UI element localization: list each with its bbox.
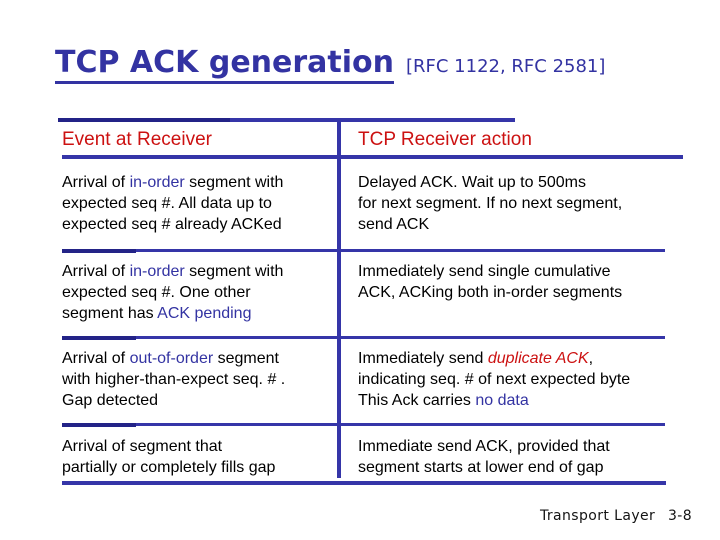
- action-text: Delayed ACK. Wait up to 500ms for next s…: [358, 174, 623, 233]
- row-divider-rule-1-shadow: [62, 249, 136, 253]
- event-cell-row-1: Arrival of in-order segment with expecte…: [62, 172, 338, 235]
- column-header-event: Event at Receiver: [62, 129, 212, 150]
- event-cell-row-3: Arrival of out-of-order segment with hig…: [62, 348, 338, 411]
- page-title-text: TCP ACK generation: [55, 45, 394, 84]
- page-title-reference: [RFC 1122, RFC 2581]: [406, 56, 606, 77]
- event-text: Arrival of: [62, 263, 130, 280]
- event-text: Arrival of segment that partially or com…: [62, 438, 276, 476]
- footer-section-label: Transport Layer: [540, 508, 656, 524]
- row-divider-rule-1: [62, 249, 665, 252]
- action-accent-duplicate-ack: duplicate ACK: [487, 350, 589, 367]
- event-text: segment with expected seq #. All data up…: [62, 174, 284, 233]
- event-cell-row-4: Arrival of segment that partially or com…: [62, 436, 338, 478]
- action-text: , indicating seq. # of next expected byt…: [358, 350, 631, 409]
- event-accent: out-of-order: [129, 350, 214, 367]
- column-divider-rule: [337, 122, 341, 478]
- action-cell-row-4: Immediate send ACK, provided that segmen…: [358, 436, 708, 478]
- table-bottom-rule: [62, 481, 666, 485]
- action-cell-row-2: Immediately send single cumulative ACK, …: [358, 261, 708, 303]
- event-accent: ACK pending: [157, 305, 252, 322]
- action-accent: no data: [475, 392, 529, 409]
- page-title: TCP ACK generation [RFC 1122, RFC 2581]: [55, 45, 606, 84]
- row-divider-rule-2: [62, 336, 665, 339]
- table-top-rule-shadow: [58, 118, 230, 122]
- row-divider-rule-3: [62, 423, 665, 426]
- event-text: Arrival of: [62, 350, 130, 367]
- event-accent: in-order: [129, 174, 185, 191]
- action-text: Immediately send single cumulative ACK, …: [358, 263, 623, 301]
- footer-page-number: 3-8: [668, 508, 693, 524]
- action-cell-row-3: Immediately send duplicate ACK, indicati…: [358, 348, 708, 411]
- row-divider-rule-3-shadow: [62, 423, 136, 427]
- event-text: segment with higher-than-expect seq. # .…: [62, 350, 286, 409]
- action-text: Immediate send ACK, provided that segmen…: [358, 438, 610, 476]
- column-header-action: TCP Receiver action: [358, 129, 532, 150]
- table-top-rule: [58, 118, 515, 122]
- event-text: Arrival of: [62, 174, 130, 191]
- action-cell-row-1: Delayed ACK. Wait up to 500ms for next s…: [358, 172, 708, 235]
- row-divider-rule-2-shadow: [62, 336, 136, 340]
- header-bottom-rule: [62, 155, 683, 159]
- event-cell-row-2: Arrival of in-order segment with expecte…: [62, 261, 338, 324]
- action-text: Immediately send: [358, 350, 488, 367]
- event-accent: in-order: [129, 263, 185, 280]
- event-text: segment with expected seq #. One other s…: [62, 263, 284, 322]
